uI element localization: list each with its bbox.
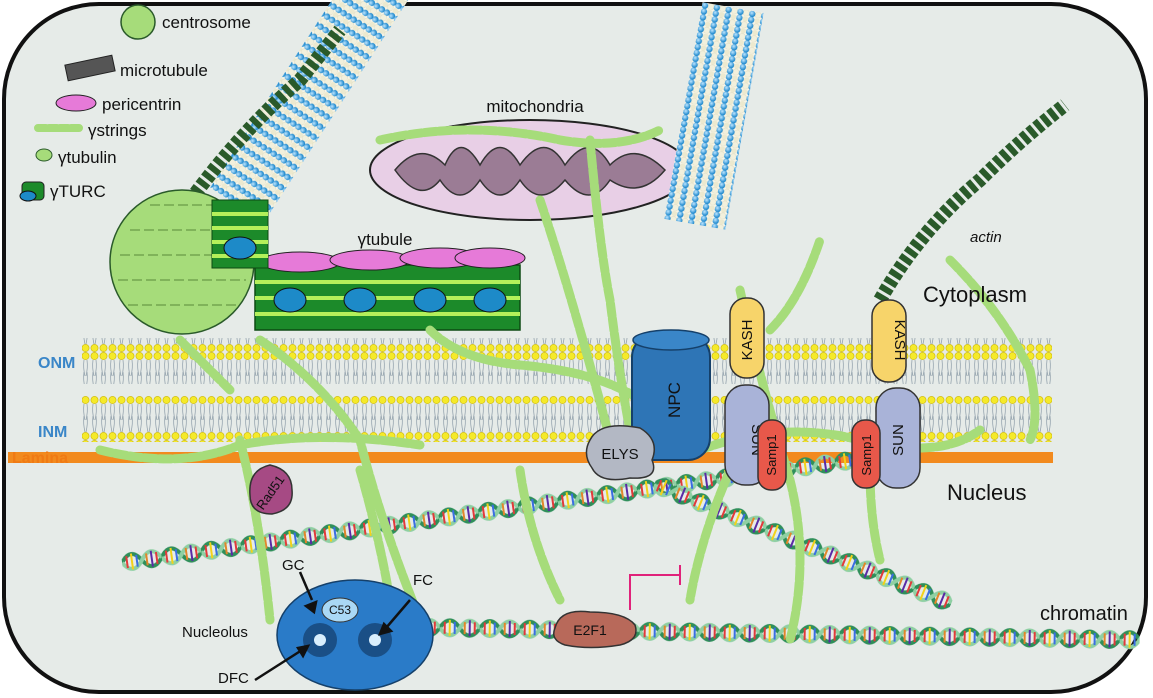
e2f1-label: E2F1 (573, 622, 607, 638)
legend-gamma-tubulin-label: γtubulin (58, 148, 117, 167)
inm-label: INM (38, 424, 67, 441)
nucleolus-label: Nucleolus (182, 624, 248, 641)
kash-left-label: KASH (739, 320, 756, 361)
onm-label: ONM (38, 355, 75, 372)
c53-label: C53 (329, 603, 351, 617)
samp1-right-label: Samp1 (859, 434, 874, 475)
elys-label: ELYS (601, 446, 638, 463)
gc-label: GC (282, 557, 305, 574)
npc-label: NPC (665, 382, 684, 418)
legend-gamma-strings-label: γstrings (88, 121, 147, 140)
samp1-left-label: Samp1 (764, 434, 779, 475)
mitochondria-label: mitochondria (486, 97, 584, 116)
dfc-label: DFC (218, 670, 249, 687)
lamina-label: Lamina (12, 450, 68, 467)
legend-microtubule-label: microtubule (120, 61, 208, 80)
nucleus-label: Nucleus (947, 480, 1026, 505)
chromatin-label: chromatin (1040, 603, 1128, 625)
elys-protein: ELYS (586, 426, 654, 480)
gamma-tubule (255, 248, 525, 330)
nucleolus: C53 (277, 580, 433, 690)
legend-pericentrin-label: pericentrin (102, 95, 181, 114)
rad51-protein: Rad51 (250, 465, 292, 514)
legend-gamma-turc-label: γTURC (50, 182, 106, 201)
fc-label: FC (413, 572, 433, 589)
legend-centrosome-label: centrosome (162, 13, 251, 32)
gamma-tubule-label: γtubule (358, 230, 413, 249)
cytoplasm-label: Cytoplasm (923, 282, 1027, 307)
kash-right-label: KASH (891, 320, 908, 361)
pericentrin-icon (56, 95, 96, 111)
actin-label: actin (970, 229, 1002, 246)
sun-right-label: SUN (890, 424, 907, 456)
gamma-turc-centrosome (212, 200, 268, 268)
gamma-tubulin-icon (36, 149, 52, 161)
centrosome-icon (121, 5, 155, 39)
